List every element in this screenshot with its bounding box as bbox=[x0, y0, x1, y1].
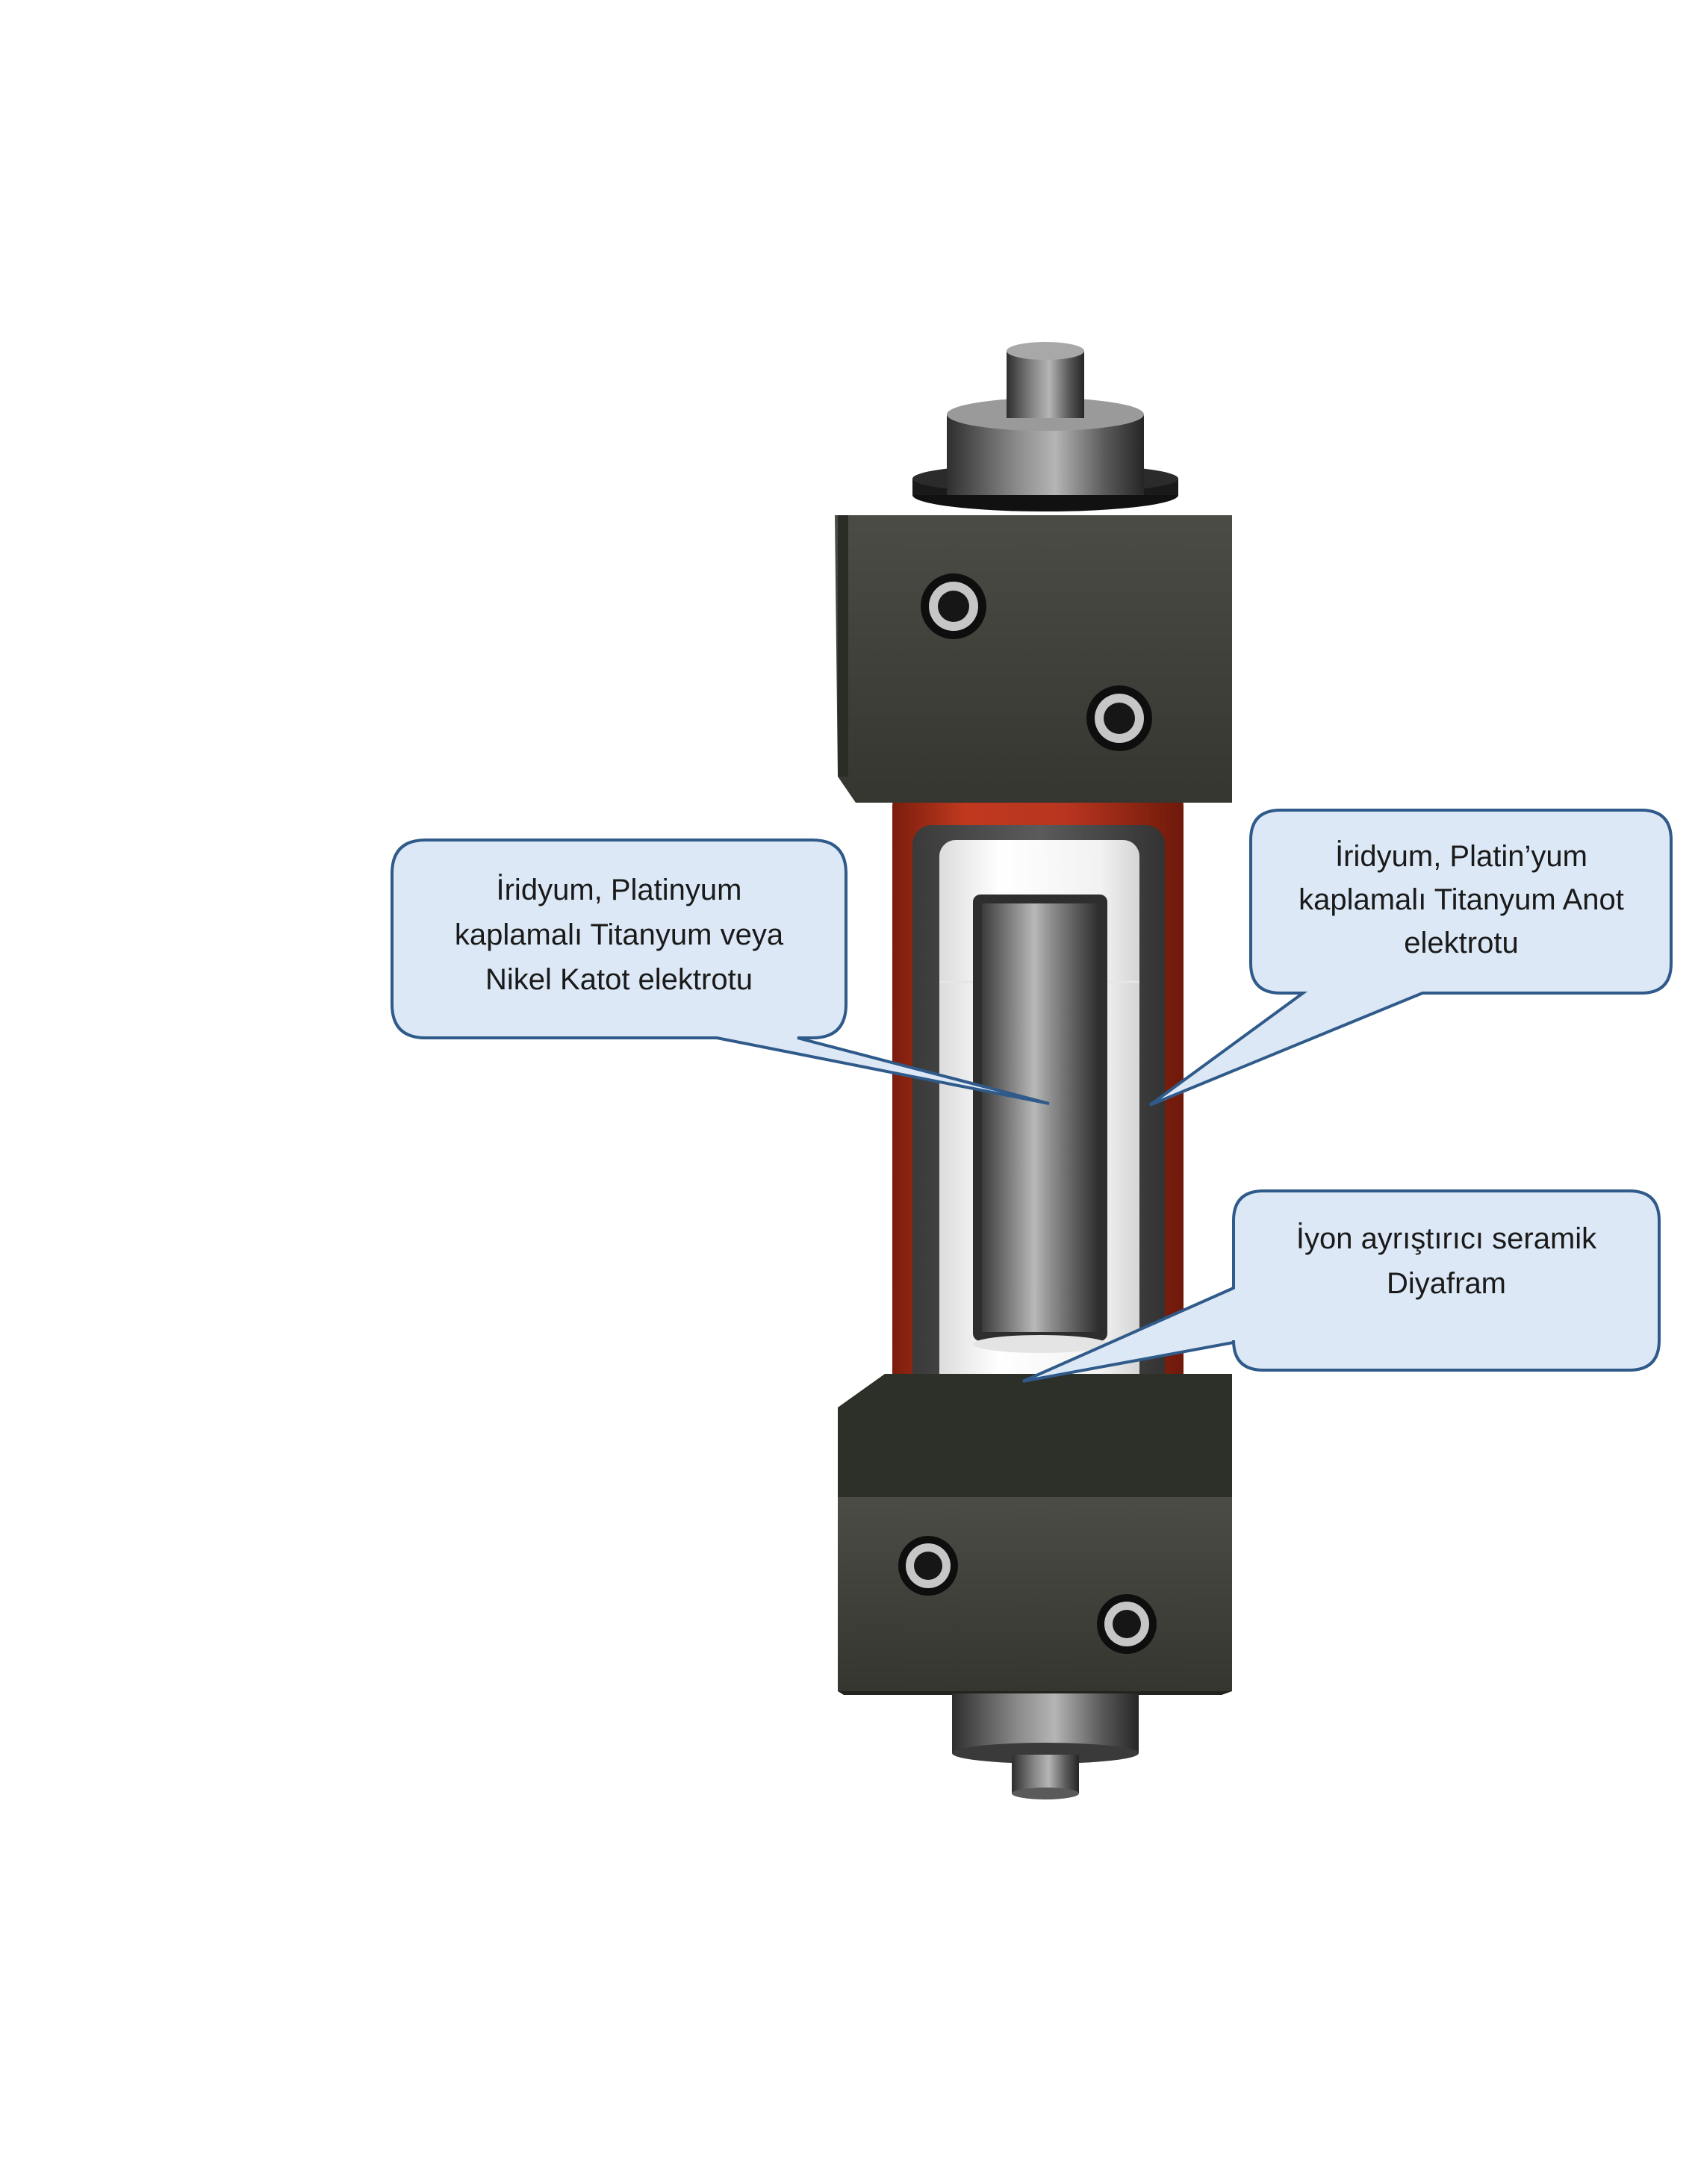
bottom-block bbox=[838, 1374, 1232, 1695]
callout-text-line: elektrotu bbox=[1404, 927, 1518, 959]
bottom-terminal bbox=[952, 1693, 1139, 1799]
callout-text-line: İridyum, Platin’yum bbox=[1335, 839, 1587, 873]
top-block bbox=[835, 515, 1232, 803]
callout-text-line: kaplamalı Titanyum Anot bbox=[1299, 883, 1624, 916]
bolt-icon bbox=[898, 1536, 958, 1596]
callout-text-line: İridyum, Platinyum bbox=[497, 873, 742, 906]
callout-text-line: kaplamalı Titanyum veya bbox=[455, 918, 784, 951]
callout-text-line: Nikel Katot elektrotu bbox=[485, 963, 753, 996]
callout-bubble bbox=[391, 839, 1050, 1105]
bolt-icon bbox=[921, 573, 986, 639]
top-terminal bbox=[912, 342, 1178, 511]
diaphragm-callout: İyon ayrıştırıcı seramik Diyafram bbox=[1022, 1189, 1661, 1383]
cathode-callout: İridyum, Platinyum kaplamalı Titanyum ve… bbox=[391, 839, 1050, 1105]
bolt-icon bbox=[1097, 1594, 1157, 1654]
callout-text-line: İyon ayrıştırıcı seramik bbox=[1296, 1222, 1597, 1255]
callout-bubble bbox=[1148, 809, 1673, 1107]
callout-text-line: Diyafram bbox=[1387, 1267, 1506, 1300]
callout-bubble bbox=[1022, 1189, 1661, 1383]
cathode-electrode bbox=[973, 895, 1107, 1353]
anode-callout: İridyum, Platin’yum kaplamalı Titanyum A… bbox=[1148, 809, 1673, 1107]
bolt-icon bbox=[1086, 685, 1152, 751]
